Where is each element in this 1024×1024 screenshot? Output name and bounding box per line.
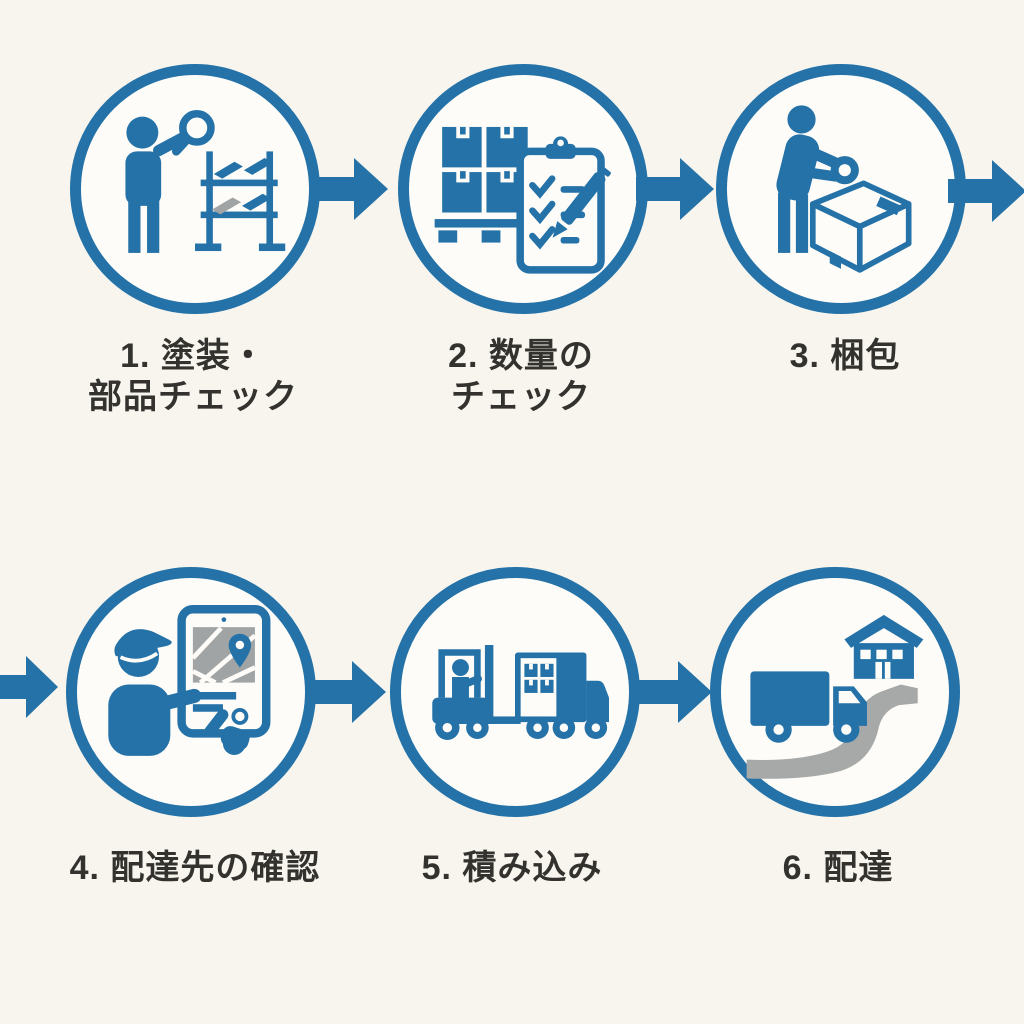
step-6-circle xyxy=(710,567,960,817)
right-arrow-icon xyxy=(308,661,386,723)
right-arrow-icon xyxy=(636,158,714,220)
arrow-step5-to-step6 xyxy=(634,657,714,732)
arrow-left-edge-to-step4 xyxy=(0,652,60,727)
step-1-label-line1: 1. 塗装・ xyxy=(120,337,266,375)
pallet-boxes-checklist-icon xyxy=(434,126,611,274)
step-3-circle xyxy=(716,64,966,314)
step-6-label: 6. 配達 xyxy=(668,848,1008,889)
right-arrow-icon xyxy=(0,656,58,718)
truck-delivery-route-icon xyxy=(746,614,924,779)
step-4-circle xyxy=(66,567,316,817)
step-2-circle xyxy=(398,64,648,314)
step-5-circle xyxy=(390,567,640,817)
step-6-label-line1: 6. 配達 xyxy=(782,849,894,887)
step-5-label-line1: 5. 積み込み xyxy=(421,849,603,887)
inspection-magnifier-rack-icon xyxy=(125,110,286,253)
forklift-loading-truck-icon xyxy=(432,645,609,740)
arrow-step3-to-right-edge xyxy=(948,156,1024,231)
step-2-label-line2: チェック xyxy=(451,378,591,417)
step-1-label-line2: 部品チェック xyxy=(88,378,298,417)
right-arrow-icon xyxy=(948,160,1024,222)
right-arrow-icon xyxy=(310,158,388,220)
person-taping-box-icon xyxy=(776,105,912,273)
arrow-step1-to-step2 xyxy=(310,154,390,229)
step-2-label: 2. 数量の チェック xyxy=(351,336,691,419)
step-3-label-line1: 3. 梱包 xyxy=(789,337,901,375)
step-5-label: 5. 積み込み xyxy=(342,848,682,889)
step-4-label: 4. 配達先の確認 xyxy=(25,848,365,889)
step-1-circle xyxy=(70,64,320,314)
right-arrow-icon xyxy=(634,661,712,723)
step-3-label: 3. 梱包 xyxy=(675,336,1015,377)
step-2-label-line1: 2. 数量の xyxy=(448,337,594,375)
step-1-label: 1. 塗装・ 部品チェック xyxy=(23,336,363,419)
step-4-label-line1: 4. 配達先の確認 xyxy=(69,849,321,887)
arrow-step2-to-step3 xyxy=(636,154,716,229)
arrow-step4-to-step5 xyxy=(308,657,388,732)
courier-tablet-map-icon xyxy=(108,605,271,756)
